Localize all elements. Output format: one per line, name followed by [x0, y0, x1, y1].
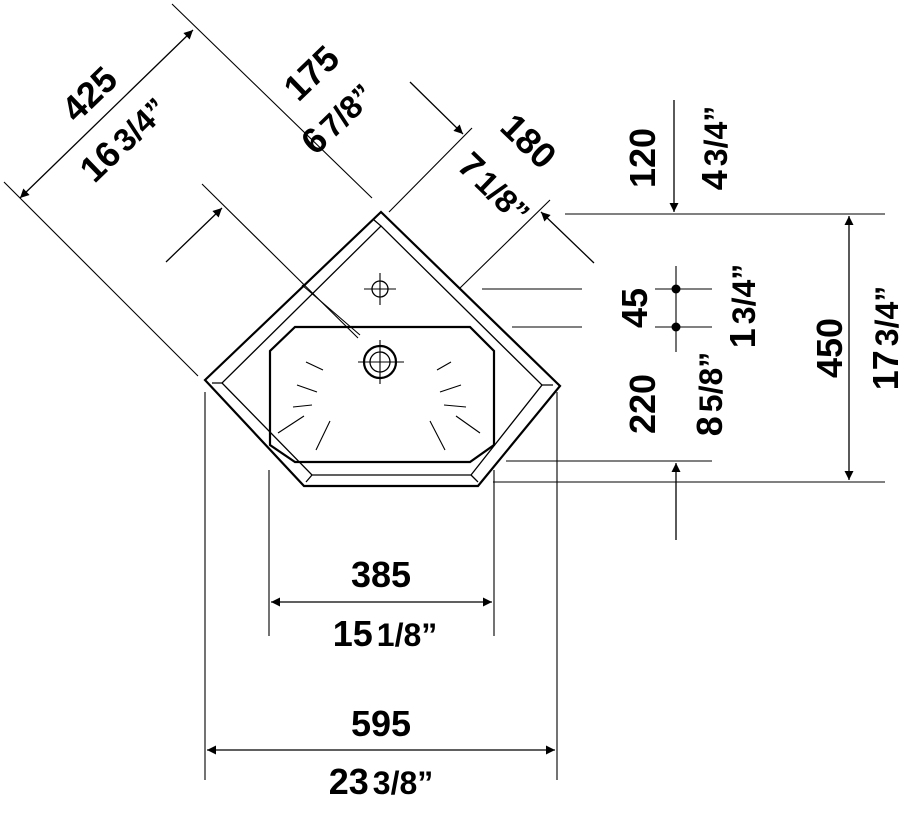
svg-text:23 3/8”: 23 3/8” [329, 761, 434, 802]
depth-inch-whole: 17 [865, 350, 906, 390]
depth-inch-frac: 3/4” [869, 286, 905, 346]
depth-mm-label: 450 [809, 318, 850, 378]
drain-inch-frac: 5/8” [693, 352, 729, 412]
back-inch-whole: 4 [694, 170, 735, 190]
width-mm-label: 595 [351, 703, 411, 744]
spacing-inch-frac: 3/4” [726, 264, 762, 324]
svg-text:17 3/4”: 17 3/4” [865, 286, 906, 391]
dimension-450: 450 17 3/4” [493, 213, 906, 483]
spacing-mm-label: 45 [614, 288, 655, 328]
drain-mm-label: 220 [622, 374, 663, 434]
dimension-175: 175 6 7/8” [165, 37, 381, 339]
bowl-mm-label: 385 [351, 554, 411, 595]
svg-text:8 5/8”: 8 5/8” [689, 352, 730, 437]
drain [358, 340, 404, 384]
basin-bowl [268, 325, 496, 464]
back-inch-frac: 3/4” [698, 106, 734, 166]
bowl-inch-frac: 1/8” [377, 617, 437, 653]
tapside-inch-frac: 1/8” [468, 163, 537, 231]
dimension-120: 120 4 3/4” [622, 100, 735, 212]
drain-inch-whole: 8 [689, 416, 730, 436]
bowl-inch-whole: 15 [333, 613, 373, 654]
basin-outline [203, 210, 562, 488]
side-mm-label: 425 [53, 58, 125, 129]
side-inch-frac: 3/4” [106, 91, 175, 159]
back-mm-label: 120 [622, 128, 663, 188]
dimension-385: 385 15 1/8” [268, 470, 495, 654]
tap-hole [364, 273, 396, 305]
width-inch-frac: 3/8” [373, 765, 433, 801]
spacing-inch-whole: 1 [722, 328, 763, 348]
svg-text:15 1/8”: 15 1/8” [333, 613, 438, 654]
tapside-mm-label: 180 [493, 105, 565, 176]
dimension-220: 220 8 5/8” [506, 352, 730, 540]
svg-text:1 3/4”: 1 3/4” [722, 264, 763, 349]
dimension-595: 595 23 3/8” [204, 392, 558, 802]
width-inch-whole: 23 [329, 761, 369, 802]
svg-text:4 3/4”: 4 3/4” [694, 106, 735, 191]
dimension-45: 45 1 3/4” [482, 264, 763, 352]
